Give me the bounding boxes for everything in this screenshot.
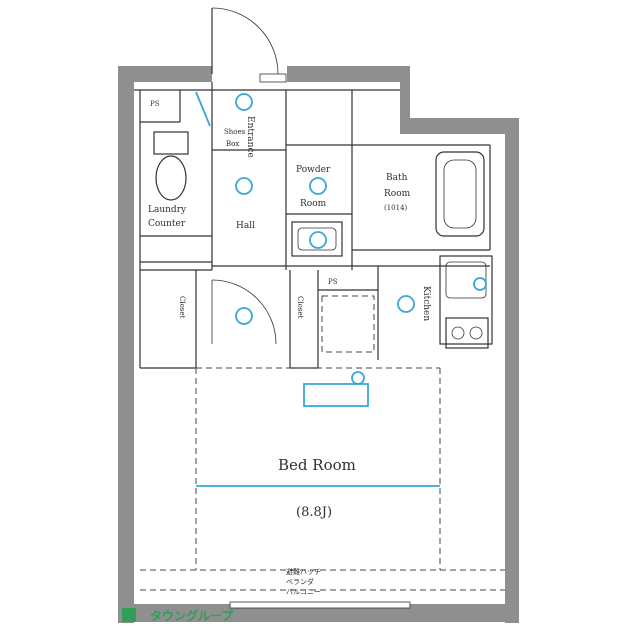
balcony-note-3: バルコニー	[286, 588, 321, 596]
inner-partitions	[134, 82, 491, 369]
logo-text: タウングループ	[150, 608, 234, 623]
entrance-label: Entrance	[245, 116, 255, 158]
toilet	[153, 131, 189, 201]
laundry-label-1: Laundry	[148, 205, 187, 215]
balcony-notes: 避難ハッチ ベランダ バルコニー	[286, 567, 321, 596]
dashed-zones	[140, 367, 505, 591]
bedroom-label: Bed Room	[278, 456, 356, 474]
ps-mid-label: PS	[328, 278, 338, 286]
bath-room-label-2: Room	[384, 189, 411, 199]
electrical-fittings	[195, 91, 487, 487]
laundry-label-2: Counter	[148, 219, 186, 229]
bedroom-size: (8.8J)	[296, 505, 332, 520]
powder-room-label-2: Room	[300, 199, 327, 209]
entrance-door	[211, 7, 287, 83]
balcony-note-1: 避難ハッチ	[286, 567, 321, 576]
balcony-note-2: ベランダ	[286, 577, 314, 586]
hall-door	[211, 279, 277, 345]
kitchen-label: Kitchen	[421, 286, 431, 321]
hall-label: Hall	[236, 221, 255, 231]
outer-walls	[118, 66, 519, 623]
shoes-box-label-1: Shoes	[224, 128, 246, 136]
bath-room-label-1: Bath	[386, 173, 408, 183]
washbasin	[291, 221, 343, 257]
balcony-window	[229, 601, 411, 609]
bath-room-size: (1014)	[384, 204, 408, 212]
shoes-box-label-2: Box	[226, 140, 239, 148]
closet-mid-label: Closet	[296, 296, 304, 319]
company-logo: タウングループ	[122, 608, 234, 623]
bathtub	[435, 151, 485, 237]
closet-hatch	[321, 295, 375, 353]
powder-room-label-1: Powder	[296, 165, 331, 175]
kitchen-fixtures	[439, 255, 493, 349]
closet-left-label: Closet	[178, 296, 186, 319]
ps-top-label: PS	[150, 100, 160, 108]
